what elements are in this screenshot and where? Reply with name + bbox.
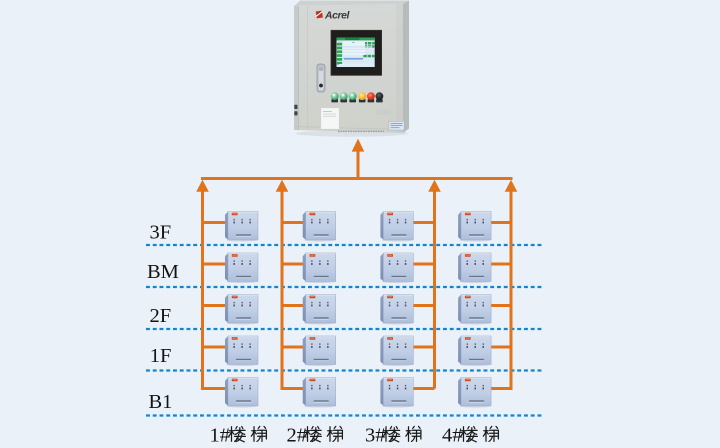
svg-text:3F: 3F (150, 221, 172, 243)
svg-text:1F: 1F (150, 345, 172, 367)
svg-text:2F: 2F (150, 305, 172, 327)
svg-text:Acrel: Acrel (324, 11, 351, 22)
svg-text:4#: 4# (442, 424, 463, 446)
svg-text:B1: B1 (149, 391, 173, 413)
svg-text:3#: 3# (365, 424, 386, 446)
svg-text:2#: 2# (287, 424, 308, 446)
svg-text:1#: 1# (210, 424, 231, 446)
svg-text:BM: BM (147, 261, 179, 283)
